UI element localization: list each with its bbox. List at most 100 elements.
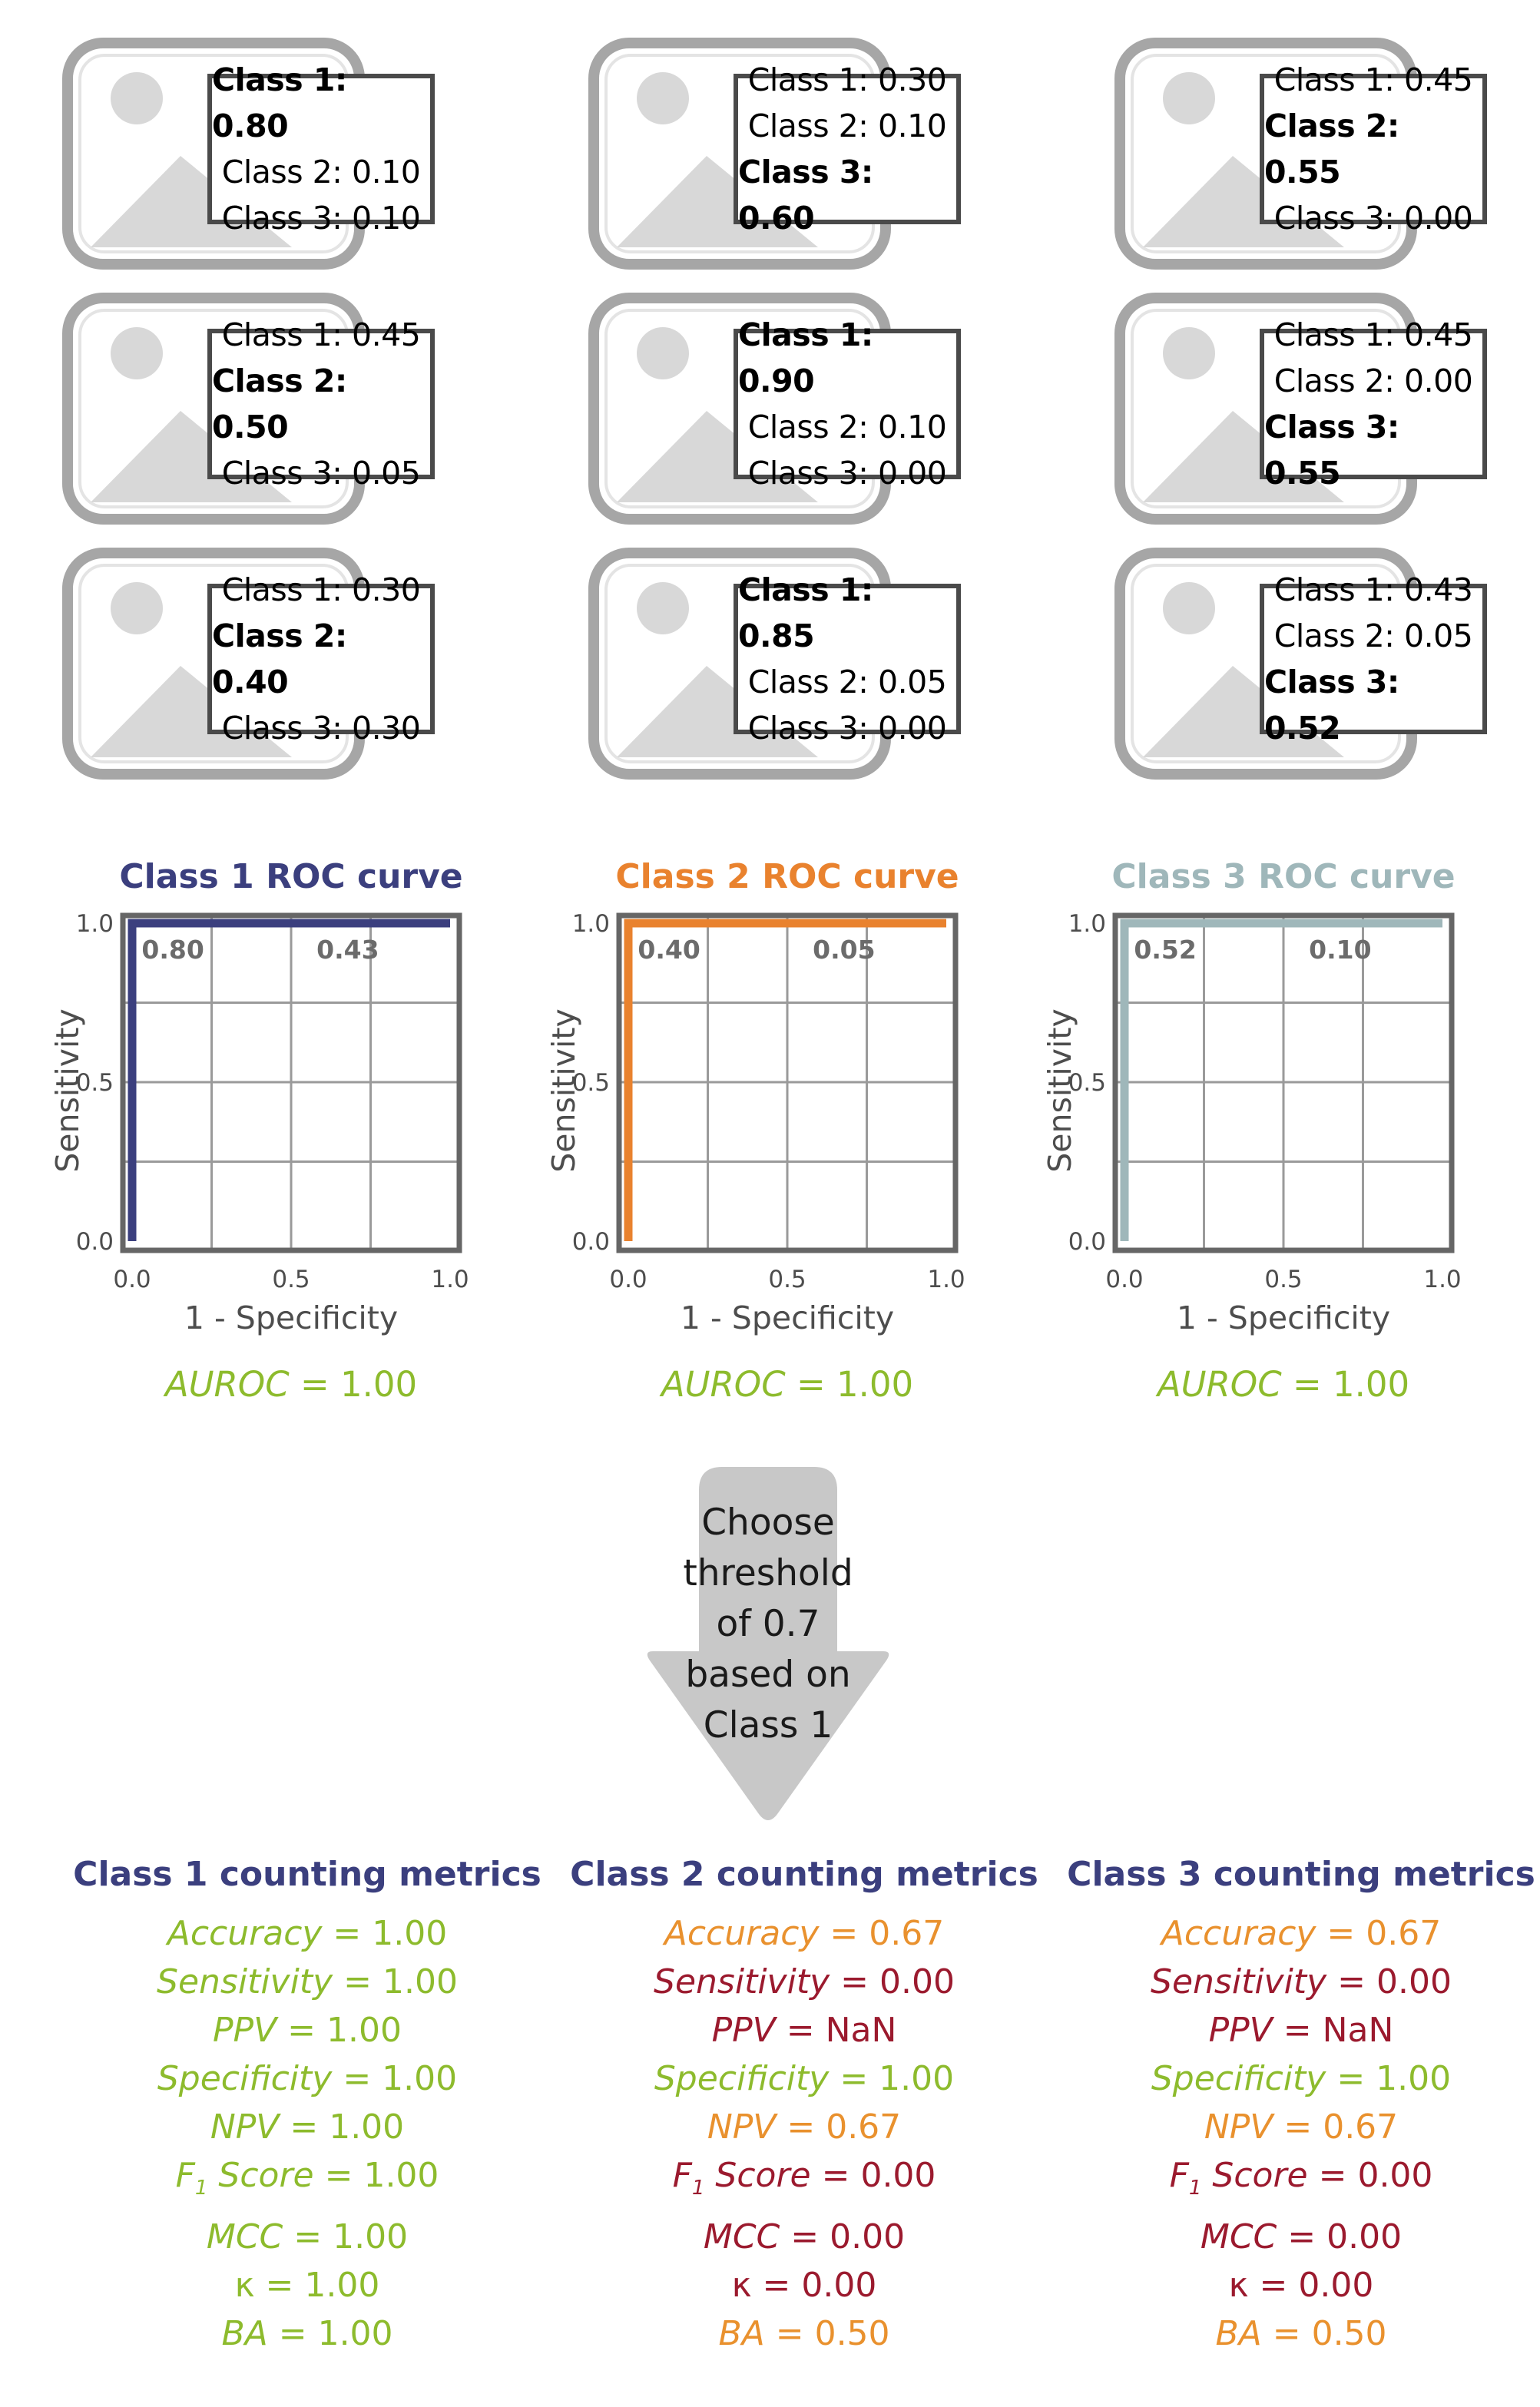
class-probability: Class 3: 0.05 [221, 455, 421, 492]
metrics-title: Class 1 counting metrics [73, 1855, 541, 1894]
x-axis-label: 1 - Specificity [1177, 1300, 1390, 1336]
metric-value: = 1.00 [313, 2156, 439, 2195]
metric-row: PPV = NaN [1063, 2006, 1539, 2054]
metric-row: F1 Score = 0.00 [566, 2151, 1042, 2213]
metric-name: NPV [707, 2107, 777, 2147]
mountain-icon [617, 156, 818, 247]
class-probability: Class 2: 0.50 [212, 363, 347, 445]
metric-name: Specificity [157, 2059, 333, 2098]
auroc-number: = 1.00 [1282, 1364, 1410, 1405]
metric-value: = NaN [775, 2011, 897, 2050]
metric-name: MCC [703, 2217, 780, 2256]
metric-value: = 0.00 [830, 1962, 955, 2001]
metric-name: Accuracy [1161, 1914, 1316, 1953]
metric-subscript: 1 [691, 2176, 705, 2200]
threshold-annotation: 0.52 [1134, 935, 1196, 965]
metric-name-suffix: Score [1201, 2156, 1308, 2195]
sun-icon [637, 582, 689, 634]
mountain-icon [91, 156, 292, 247]
auroc-label: AUROC [659, 1364, 786, 1405]
metric-value: = 1.00 [1326, 2059, 1452, 2098]
mountain-icon [91, 666, 292, 757]
y-tick-label: 0.5 [1068, 1069, 1106, 1097]
metric-subscript: 1 [1188, 2176, 1202, 2200]
metric-value: = 0.50 [1261, 2313, 1387, 2353]
class-probability: Class 1: 0.30 [747, 61, 947, 98]
class-probability: Class 3: 0.00 [747, 455, 947, 492]
metric-row: Accuracy = 0.67 [566, 1909, 1042, 1958]
sun-icon [637, 327, 689, 379]
roc-curve-line [1120, 919, 1442, 1241]
threshold-line: of 0.7 [716, 1603, 820, 1645]
metric-name: NPV [1204, 2107, 1273, 2147]
chart-title: Class 1 ROC curve [119, 857, 462, 896]
metric-value: = 0.00 [780, 2217, 906, 2256]
class-probability: Class 2: 0.05 [1273, 617, 1473, 654]
class-probability: Class 3: 0.52 [1264, 664, 1399, 747]
metric-name-suffix: Score [704, 2156, 811, 2195]
x-tick-label: 1.0 [927, 1266, 965, 1293]
y-tick-label: 0.5 [572, 1069, 610, 1097]
metric-name: BA [1215, 2313, 1262, 2353]
class-probability: Class 1: 0.85 [738, 571, 873, 654]
metric-row: Sensitivity = 0.00 [566, 1958, 1042, 2006]
y-tick-label: 1.0 [1068, 910, 1106, 938]
y-tick-label: 0.5 [76, 1069, 114, 1097]
mountain-icon [91, 411, 292, 502]
metric-name: Accuracy [664, 1914, 820, 1953]
class-probability: Class 3: 0.00 [1273, 200, 1473, 237]
threshold-annotation: 0.43 [316, 935, 379, 965]
metric-value: = 0.67 [776, 2107, 902, 2147]
y-tick-label: 1.0 [76, 910, 114, 938]
class-probability: Class 3: 0.00 [747, 710, 947, 747]
y-tick-label: 1.0 [572, 910, 610, 938]
class-probability: Class 1: 0.90 [738, 316, 873, 399]
metric-row: κ = 0.00 [566, 2261, 1042, 2309]
metric-value: = 1.00 [277, 2011, 402, 2050]
sun-icon [1163, 327, 1215, 379]
threshold-text: Choose threshold of 0.7 based on Class 1 [638, 1498, 899, 1751]
metric-value: = NaN [1272, 2011, 1394, 2050]
auroc-value: AUROC = 1.00 [163, 1364, 417, 1405]
metric-name: κ [731, 2265, 752, 2305]
metric-name: MCC [1200, 2217, 1277, 2256]
x-tick-label: 0.0 [113, 1266, 151, 1293]
class-probability: Class 2: 0.10 [747, 409, 947, 445]
threshold-annotation: 0.40 [638, 935, 700, 965]
y-axis-label: Sensitivity [545, 1008, 582, 1172]
auroc-label: AUROC [1155, 1364, 1282, 1405]
threshold-annotation: 0.80 [141, 935, 204, 965]
class-probability: Class 1: 0.30 [221, 571, 421, 608]
x-tick-label: 0.5 [1264, 1266, 1302, 1293]
metric-row: Accuracy = 1.00 [69, 1909, 545, 1958]
plot-frame [120, 912, 462, 1253]
metric-row: BA = 0.50 [1063, 2309, 1539, 2358]
metric-value: = 1.00 [283, 2217, 409, 2256]
metric-row: MCC = 0.00 [566, 2213, 1042, 2261]
class-probability: Class 2: 0.55 [1264, 108, 1399, 190]
metric-value: = 1.00 [332, 2059, 458, 2098]
metric-row: BA = 0.50 [566, 2309, 1042, 2358]
x-tick-label: 0.0 [1105, 1266, 1143, 1293]
metric-value: = 1.00 [279, 2107, 405, 2147]
metric-value: = 0.00 [810, 2156, 936, 2195]
metric-row: F1 Score = 0.00 [1063, 2151, 1539, 2213]
metric-name: Specificity [1151, 2059, 1326, 2098]
y-tick-label: 0.0 [572, 1228, 610, 1256]
class-probability: Class 1: 0.45 [221, 316, 421, 353]
metric-name: NPV [210, 2107, 280, 2147]
y-tick-label: 0.0 [76, 1228, 114, 1256]
metric-name: F [1169, 2156, 1189, 2195]
